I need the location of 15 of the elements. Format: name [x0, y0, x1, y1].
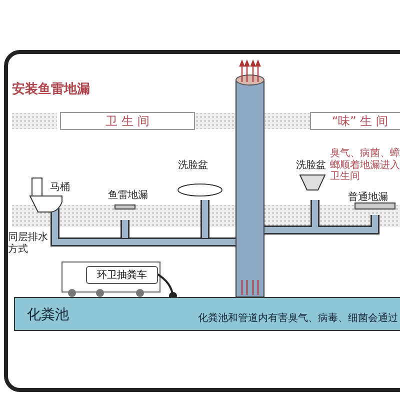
tank-note: 化粪池和管道内有害臭气、病毒、细菌会通过 — [198, 312, 398, 325]
warning-note: 臭气、病菌、蟑螂顺着地漏进入卫生间 — [330, 148, 400, 182]
title: 安装鱼雷地漏 — [12, 80, 90, 98]
fixture-label: 普通地漏 — [348, 192, 388, 204]
truck-label: 环卫抽粪车 — [86, 266, 158, 284]
tank-label: 化粪池 — [27, 306, 69, 324]
fixture-label: 洗脸盆 — [178, 160, 208, 172]
room-band: “味” 生 间 — [310, 112, 400, 130]
fixture-label: 洗脸盆 — [296, 160, 326, 172]
fixture-label: 马桶 — [50, 182, 70, 194]
hose-line — [156, 273, 177, 300]
drainage-label: 同层排水方式 — [8, 232, 48, 255]
septic-tank — [14, 297, 400, 331]
room-band: 卫 生 间 — [60, 112, 195, 130]
fixture-label: 鱼雷地漏 — [108, 190, 148, 202]
